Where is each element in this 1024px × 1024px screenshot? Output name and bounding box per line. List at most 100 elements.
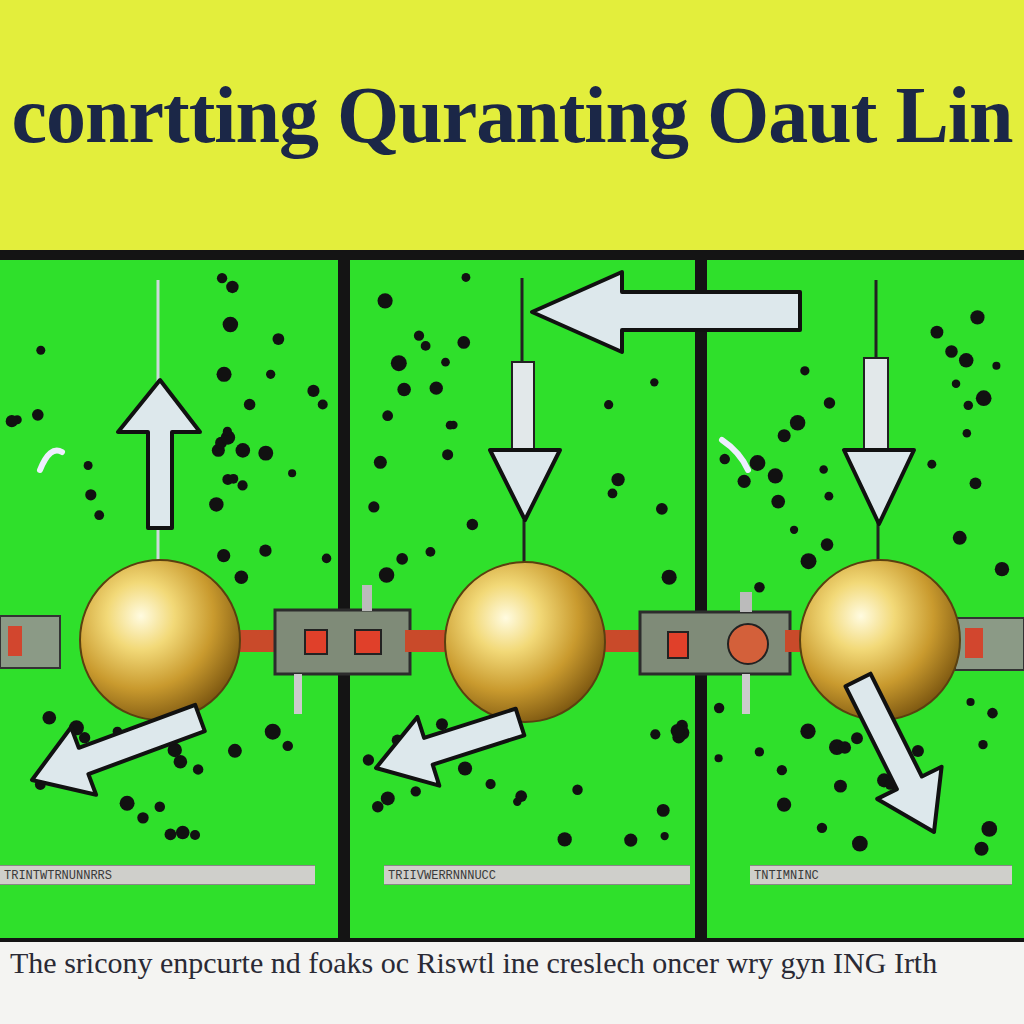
down-arrowhead: [844, 450, 914, 524]
dot: [819, 465, 828, 474]
dot: [42, 711, 56, 725]
dot: [824, 397, 835, 408]
dot: [258, 446, 273, 461]
dot: [839, 741, 851, 753]
syringe-barrel: [864, 358, 888, 450]
dot: [94, 510, 104, 520]
dot: [229, 474, 239, 484]
dot: [307, 385, 319, 397]
dot: [36, 346, 45, 355]
dot: [608, 489, 618, 499]
dot: [976, 390, 992, 406]
panel-ground: [707, 260, 1024, 938]
arrows: [118, 272, 914, 528]
dot: [446, 421, 455, 430]
title-area: conrtting Quranting Oaut Lin: [0, 70, 1024, 161]
dot: [381, 791, 395, 805]
dot: [974, 842, 988, 856]
dot: [430, 381, 443, 394]
dot: [852, 836, 868, 852]
dot: [650, 729, 660, 739]
up-arrow: [118, 380, 200, 528]
dot: [671, 724, 685, 738]
dot: [768, 468, 783, 483]
dot-field: [6, 273, 1009, 856]
dot: [378, 293, 393, 308]
dot: [824, 492, 833, 501]
dot: [436, 718, 448, 730]
rail-pin: [294, 674, 302, 714]
needle: [875, 280, 878, 360]
dot: [190, 830, 200, 840]
diagonal-arrow: [32, 705, 205, 795]
panel: TNTIMNINC: [707, 260, 1024, 938]
connector-box: [0, 616, 60, 668]
dot: [273, 333, 285, 345]
dot: [283, 741, 293, 751]
arrows: [32, 674, 942, 832]
dot: [391, 355, 407, 371]
dot: [650, 378, 658, 386]
dot: [379, 567, 394, 582]
dot: [288, 469, 296, 477]
connector-part: [668, 632, 688, 658]
dot: [84, 461, 93, 470]
panel: TRINTWTRNUNNRRS: [0, 260, 338, 938]
dot: [6, 415, 18, 427]
title-band: [0, 0, 1024, 250]
dot: [467, 519, 478, 530]
panel-frame: [0, 250, 1024, 942]
dot: [396, 553, 408, 565]
dot: [952, 379, 961, 388]
rail-pin: [362, 585, 372, 611]
dot: [397, 383, 411, 397]
dot: [425, 547, 435, 557]
dot: [244, 399, 255, 410]
dot: [801, 553, 817, 569]
dot: [193, 764, 203, 774]
needle: [521, 278, 524, 365]
dot: [265, 724, 281, 740]
dot: [374, 456, 387, 469]
rail-pin: [742, 674, 750, 714]
dot: [777, 798, 791, 812]
dot: [754, 582, 765, 593]
dot: [558, 832, 572, 846]
dot: [442, 449, 453, 460]
caption-band: [0, 942, 1024, 1024]
dot: [624, 834, 637, 847]
dot: [372, 801, 384, 813]
dot: [851, 732, 863, 744]
dot: [513, 798, 521, 806]
dot: [964, 401, 973, 410]
panel: TRIIVWERRNNNUCC: [350, 260, 695, 938]
dot: [953, 531, 967, 545]
dot: [228, 744, 242, 758]
dot: [226, 281, 238, 293]
dot: [978, 740, 987, 749]
panel-label: TNTIMNINC: [750, 865, 1012, 885]
dot: [32, 409, 44, 421]
connector-part: [355, 630, 381, 654]
panel-ground: [350, 260, 695, 938]
dot: [738, 475, 751, 488]
dot: [715, 754, 723, 762]
dot: [656, 503, 668, 515]
dot: [382, 410, 393, 421]
dot: [657, 804, 670, 817]
connector-part: [8, 626, 22, 656]
dot: [79, 732, 90, 743]
dot: [778, 429, 791, 442]
squiggles: [40, 440, 748, 470]
dot: [236, 443, 251, 458]
dot: [572, 785, 582, 795]
dot: [318, 399, 328, 409]
dot: [209, 497, 223, 511]
dot: [981, 821, 997, 837]
syringe-barrel: [512, 362, 534, 452]
dot: [266, 370, 275, 379]
dot: [750, 455, 766, 471]
dot: [790, 415, 805, 430]
needle: [523, 520, 526, 565]
